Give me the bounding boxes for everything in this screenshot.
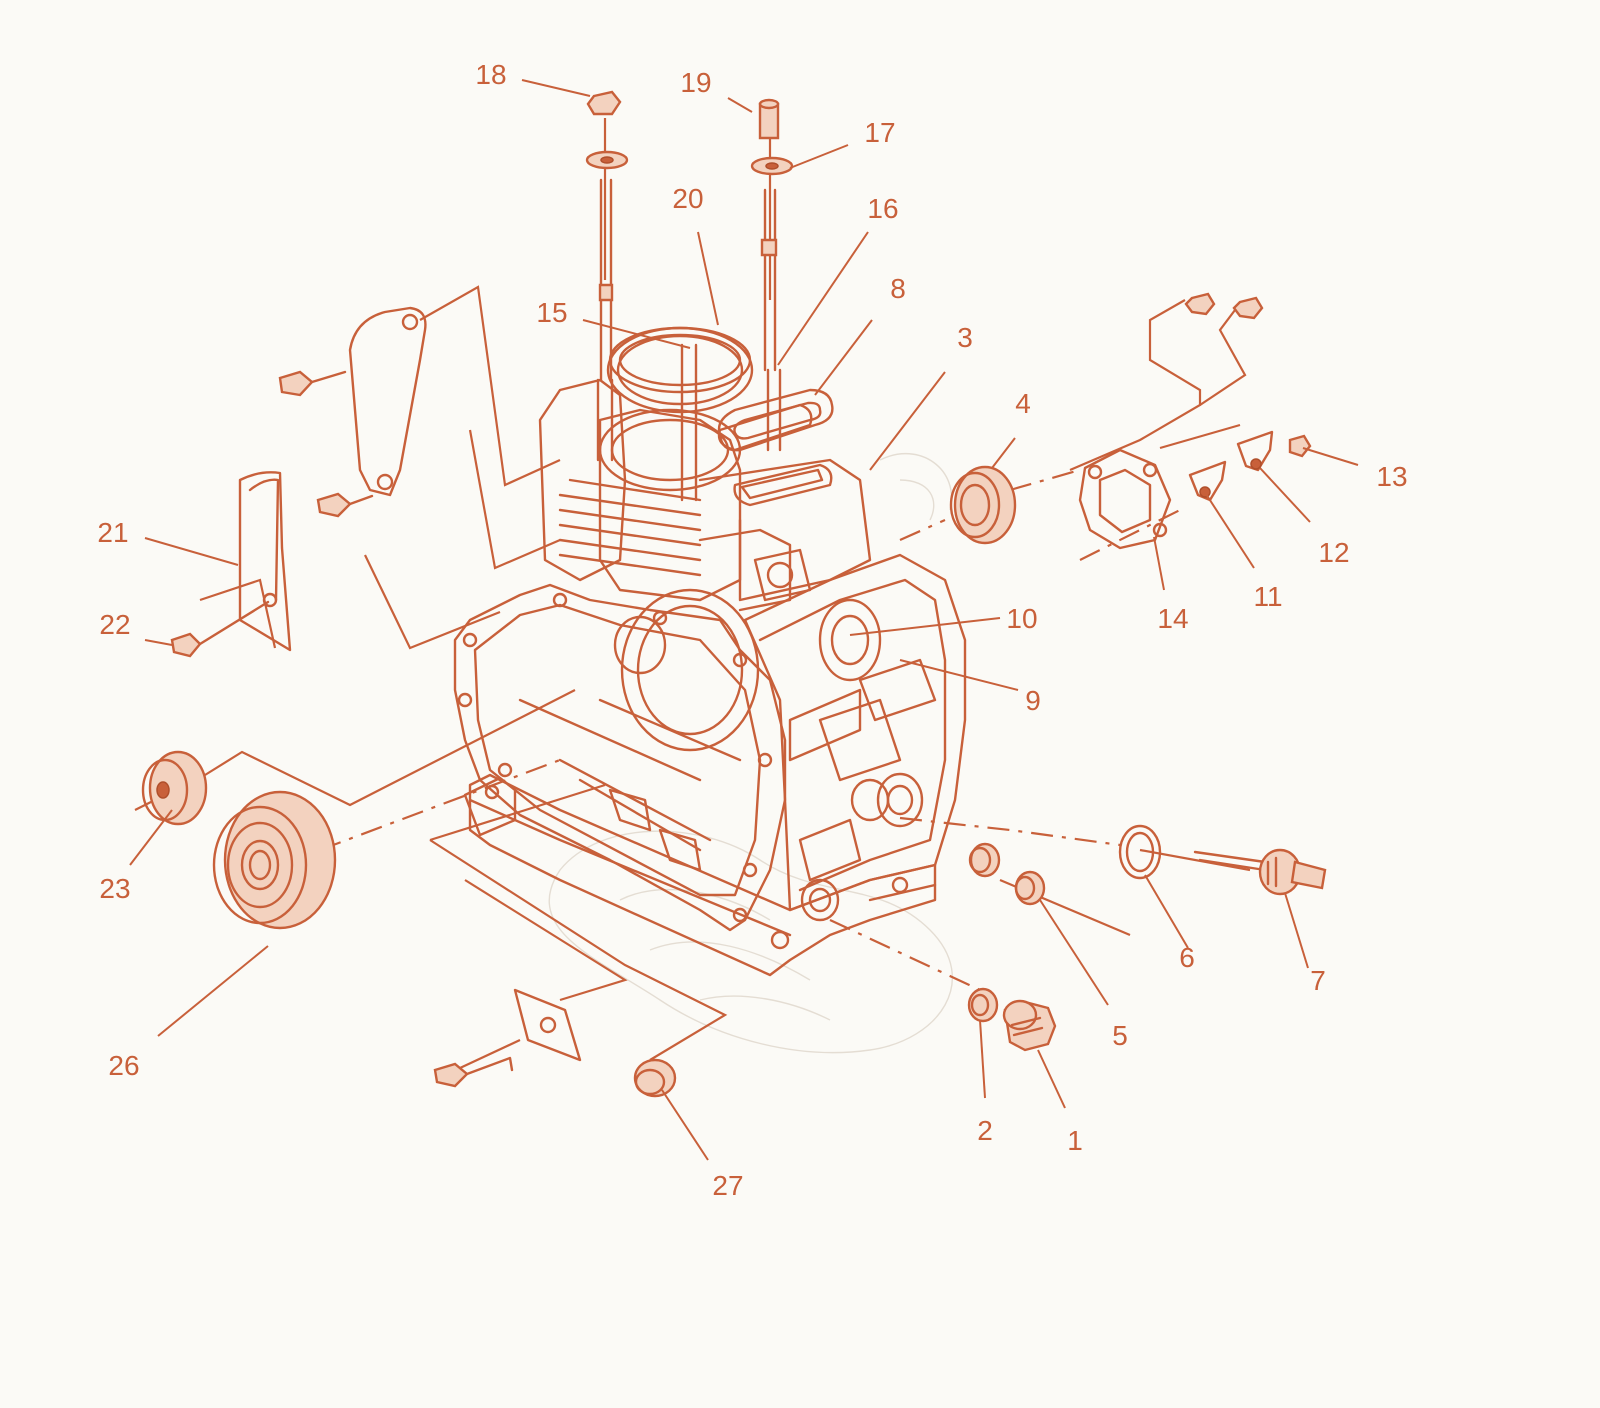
callout-23: 23: [99, 873, 130, 904]
bottom-plate-parts: [433, 988, 677, 1098]
cylinder-block: [538, 326, 872, 612]
governor-cover: [1078, 292, 1312, 550]
callout-10: 10: [1006, 603, 1037, 634]
drain-plug: [967, 987, 1057, 1052]
head-gasket: [717, 388, 834, 452]
callout-3: 3: [957, 322, 973, 353]
oil-gauge-parts: [968, 824, 1327, 906]
leader-lines: [129, 79, 1359, 1161]
callout-18: 18: [475, 59, 506, 90]
callout-26: 26: [108, 1050, 139, 1081]
callout-15: 15: [536, 297, 567, 328]
callout-7: 7: [1310, 965, 1326, 996]
crankcase-block: [453, 553, 967, 977]
shield-bracket: [170, 471, 292, 658]
callout-22: 22: [99, 609, 130, 640]
oil-seal: [949, 465, 1017, 545]
callout-1: 1: [1067, 1125, 1083, 1156]
callout-12: 12: [1318, 537, 1349, 568]
callout-19: 19: [680, 67, 711, 98]
bearing-23: [141, 750, 208, 826]
callout-27: 27: [712, 1170, 743, 1201]
callout-8: 8: [890, 273, 906, 304]
watermark: [548, 453, 953, 1054]
callout-11: 11: [1253, 581, 1282, 612]
callout-9: 9: [1025, 685, 1041, 716]
callout-14: 14: [1157, 603, 1188, 634]
callout-13: 13: [1376, 461, 1407, 492]
bearing-26: [212, 790, 337, 930]
callout-16: 16: [867, 193, 898, 224]
cylinder-ring: [608, 326, 752, 394]
callout-4: 4: [1015, 388, 1031, 419]
top-fasteners: [585, 90, 794, 382]
callout-20: 20: [672, 183, 703, 214]
callout-5: 5: [1112, 1020, 1128, 1051]
callout-2: 2: [977, 1115, 993, 1146]
callout-6: 6: [1179, 942, 1195, 973]
callout-labels: 1 2 3 4 5 6 7 8 9 10 11 12 13 14 15 16 1…: [97, 59, 1407, 1201]
assembly-guides: [134, 118, 1251, 1076]
callout-17: 17: [864, 117, 895, 148]
callout-21: 21: [97, 517, 128, 548]
side-cover-plate: [278, 306, 427, 518]
